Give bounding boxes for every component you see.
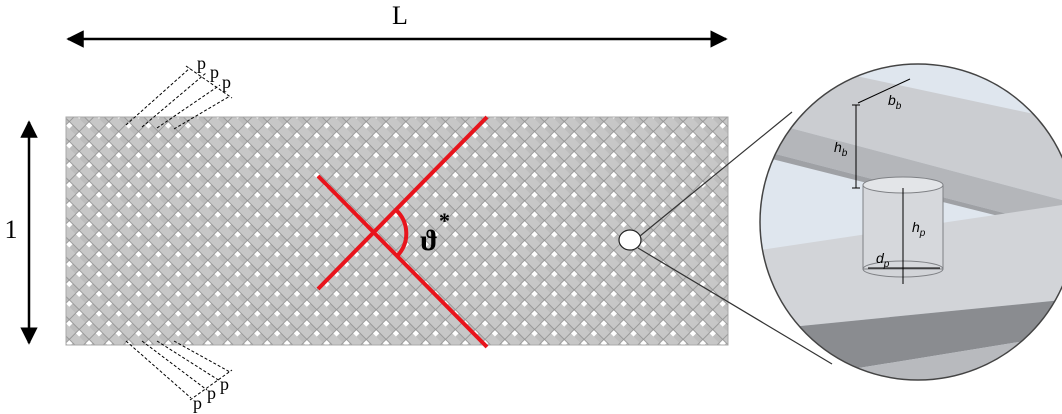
inset-labels: bb hb hp dp bbox=[834, 92, 926, 270]
pitch-label: p bbox=[210, 62, 219, 82]
angle-arc bbox=[394, 208, 409, 257]
orientation-line-ascending bbox=[316, 115, 489, 291]
width-dimension: 1 bbox=[5, 120, 38, 345]
pitch-label: p bbox=[207, 383, 216, 403]
zoom-leader-bottom bbox=[637, 247, 833, 365]
pitch-label: p bbox=[197, 53, 206, 73]
pitch-label: p bbox=[193, 393, 202, 413]
angle-symbol: ϑ bbox=[420, 224, 438, 257]
pillar-diameter-label: dp bbox=[876, 250, 890, 270]
pillar-height-label: hp bbox=[912, 219, 926, 239]
zoom-marker bbox=[618, 229, 642, 251]
pitch-labels-top: p p p bbox=[197, 53, 231, 92]
pitch-labels-bottom: p p p bbox=[193, 374, 229, 413]
orientation-line-descending bbox=[316, 174, 489, 349]
pitch-indicator-top bbox=[125, 65, 233, 130]
angle-star: * bbox=[439, 208, 450, 233]
pitch-indicator-bottom bbox=[125, 340, 233, 401]
orientation-lines bbox=[316, 115, 489, 349]
bar-height-label: hb bbox=[834, 139, 848, 159]
length-label: L bbox=[392, 1, 408, 30]
bar-width-label: bb bbox=[888, 92, 902, 112]
angle-label: ϑ * bbox=[420, 208, 450, 257]
lattice-strip bbox=[65, 116, 729, 346]
width-label: 1 bbox=[5, 215, 18, 244]
length-dimension: L bbox=[66, 1, 728, 48]
pitch-label: p bbox=[222, 72, 231, 92]
inset-frame bbox=[759, 63, 1062, 381]
zoom-leader-top bbox=[639, 111, 793, 237]
pitch-label: p bbox=[220, 374, 229, 394]
